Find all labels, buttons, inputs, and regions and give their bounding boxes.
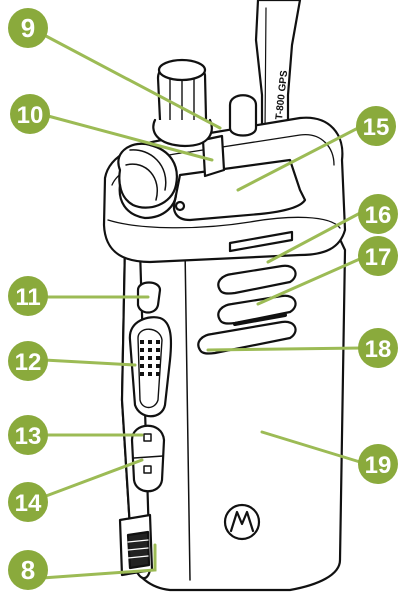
callout-17: 17 [358,236,398,276]
leader-8 [40,543,157,580]
callout-19: 19 [358,444,398,484]
callouts: 9 10 15 16 17 11 18 12 [8,8,398,590]
ptt-button [128,316,173,418]
callout-12: 12 [8,341,48,381]
volume-knob [117,142,178,220]
battery-latch [118,513,154,577]
callout-11-number: 11 [15,284,40,311]
motorola-logo-icon [223,503,261,541]
callout-10-number: 10 [17,102,44,129]
callout-11: 11 [8,276,48,316]
callout-18-number: 18 [365,336,392,363]
leader-lines [40,33,364,580]
callout-14-number: 14 [15,490,42,517]
callout-8: 8 [8,550,48,590]
ptt-grip-pattern [140,340,160,376]
leader-9 [42,33,222,130]
radio-device: T-800 GPS [102,0,347,592]
leader-10 [46,114,214,162]
callout-13: 13 [8,415,48,455]
leader-14 [44,458,144,498]
callout-15-number: 15 [363,114,390,141]
callout-12-number: 12 [15,349,42,376]
leader-15 [236,126,360,192]
callout-16: 16 [358,194,398,234]
leader-17 [256,256,364,306]
callout-19-number: 19 [365,452,392,479]
side-buttons-lower [130,424,166,493]
channel-knob [152,58,213,148]
antenna-label: T-800 GPS [274,70,290,121]
leader-18 [206,346,364,352]
callout-10: 10 [10,94,50,134]
callout-16-number: 16 [365,202,392,229]
leader-12 [42,358,137,367]
callout-18: 18 [358,328,398,368]
speaker-grille [197,230,297,355]
callout-8-number: 8 [21,555,35,585]
callout-9-number: 9 [21,13,35,43]
leader-19 [260,430,362,464]
leader-16 [266,210,364,264]
callout-9: 9 [8,8,48,48]
callout-15: 15 [356,106,396,146]
callout-17-number: 17 [365,244,392,271]
callout-13-number: 13 [15,423,42,450]
callout-14: 14 [8,482,48,522]
